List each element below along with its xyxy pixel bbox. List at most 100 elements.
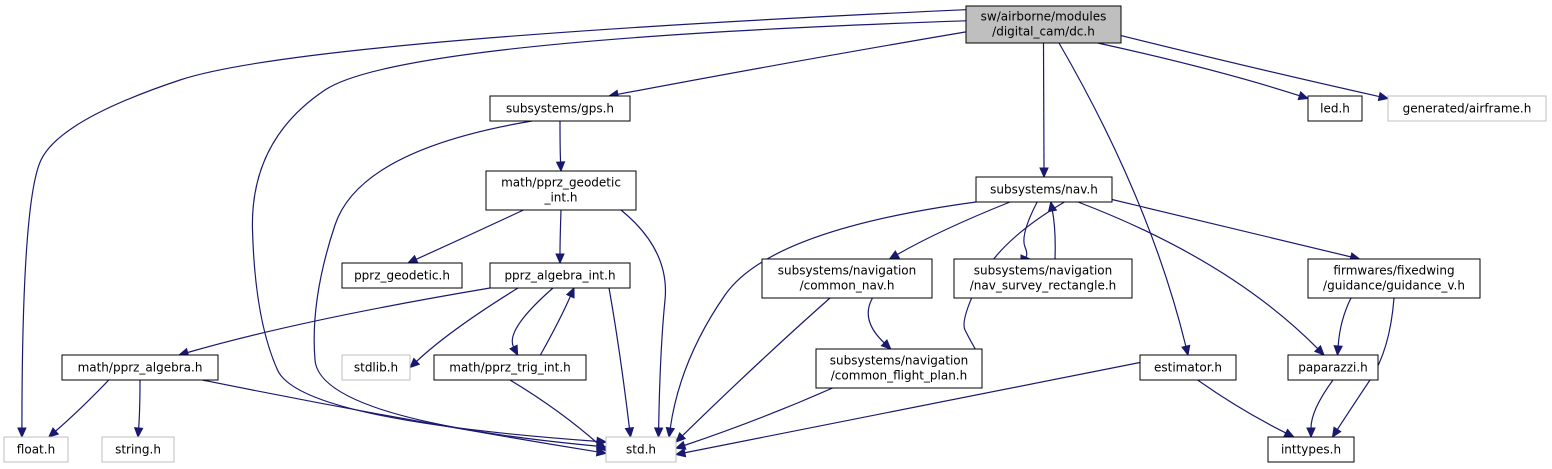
edges-layer [17,9,1395,458]
edge-guidance-to-paparazzi [1333,297,1352,357]
node-box [605,436,677,463]
edge-arrowhead [555,161,566,173]
edge-line [1120,35,1380,98]
node-box [1307,258,1481,299]
node-label-line: float.h [17,443,55,457]
edge-line [963,201,1065,354]
edge-dc-to-gps [607,31,967,99]
node-label-line: subsystems/navigation [778,264,917,278]
edge-line [1111,198,1352,258]
node-string: string.h [101,436,175,463]
edge-arrowhead [674,447,687,458]
node-flight_plan[interactable]: subsystems/navigation/common_flight_plan… [815,348,983,389]
node-label-line: _int.h [543,191,577,205]
edge-nav-to-paparazzi [1077,201,1325,356]
edge-line [620,209,667,429]
edge-gps-to-geodetic_int [555,120,566,173]
edge-algebra-to-std [202,379,608,457]
edge-algebra_int-to-std [608,287,635,439]
node-survey[interactable]: subsystems/navigation/nav_survey_rectang… [953,258,1133,299]
edge-dc-to-led [1097,42,1310,101]
edge-algebra_int-to-stdlib [409,287,519,369]
edge-line [669,201,977,429]
edge-arrowhead [509,344,519,357]
edge-arrowhead [565,286,575,299]
edge-line [511,287,554,348]
edge-estimator-to-inttypes [1197,379,1295,438]
edge-algebra_int-to-algebra [177,287,491,357]
node-paparazzi[interactable]: paparazzi.h [1287,354,1379,381]
node-label-line: inttypes.h [1281,443,1341,457]
edge-arrowhead [880,339,892,350]
node-label-line: pprz_geodetic.h [354,269,450,283]
node-label-line: sw/airborne/modules [981,10,1107,24]
node-label-line: paparazzi.h [1298,361,1368,375]
node-led[interactable]: led.h [1307,95,1363,122]
edge-dc-to-estimator [1058,42,1191,357]
edge-line [1337,297,1352,347]
edge-nav-to-common_nav [888,201,1011,260]
edge-common_nav-to-flight_plan [867,297,892,350]
edge-line [313,120,598,447]
node-float: float.h [3,436,69,463]
edge-line [559,120,562,163]
edge-line [1058,42,1187,347]
node-guidance[interactable]: firmwares/fixedwing/guidance/guidance_v.… [1307,258,1481,299]
node-inttypes[interactable]: inttypes.h [1267,436,1355,463]
node-box [761,258,933,299]
node-box [965,5,1122,44]
node-box [61,354,219,381]
node-trig[interactable]: math/pprz_trig_int.h [433,354,587,381]
edge-common_nav-to-std [675,297,831,443]
edge-arrowhead [1313,344,1325,356]
node-label-line: /common_nav.h [800,279,895,293]
edge-line [684,387,833,446]
edge-dc-to-airframe [1120,35,1390,102]
edge-line [539,296,571,356]
edge-line [1077,201,1319,350]
edge-arrowhead [595,447,608,457]
node-algebra_int[interactable]: pprz_algebra_int.h [489,262,631,289]
edge-arrowhead [133,427,144,439]
edge-line [251,20,967,442]
node-estimator[interactable]: estimator.h [1139,354,1237,381]
node-gps[interactable]: subsystems/gps.h [489,95,631,122]
edge-line [867,297,885,344]
edge-dc-to-nav [1039,42,1049,179]
node-label-line: string.h [115,443,161,457]
node-label-line: firmwares/fixedwing [1333,264,1454,278]
node-geodetic[interactable]: pprz_geodetic.h [341,262,463,289]
edge-arrowhead [1306,427,1316,439]
node-label-line: subsystems/nav.h [990,183,1098,197]
edge-algebra_int-to-trig [509,287,554,357]
edge-arrowhead [1039,167,1049,179]
node-label-line: math/pprz_geodetic [501,176,621,190]
node-dc[interactable]: sw/airborne/modules/digital_cam/dc.h [965,5,1122,44]
edge-geodetic_int-to-geodetic [406,209,524,264]
edge-line [684,361,1141,454]
node-label-line: generated/airframe.h [1403,102,1532,116]
edge-line [608,287,631,429]
node-box [1287,354,1379,381]
edge-trig-to-algebra_int [539,286,575,356]
node-box [341,262,463,289]
edge-arrowhead [555,253,565,265]
node-box [433,354,587,381]
node-box [1267,436,1355,463]
node-label-line: /guidance/guidance_v.h [1323,279,1465,293]
node-geodetic_int[interactable]: math/pprz_geodetic_int.h [485,170,637,211]
node-box [101,436,175,463]
node-common_nav[interactable]: subsystems/navigation/common_nav.h [761,258,933,299]
node-nav[interactable]: subsystems/nav.h [975,176,1113,203]
edge-arrowhead [1333,345,1343,357]
edge-arrowhead [1283,428,1295,438]
node-std: std.h [605,436,677,463]
edge-arrowhead [675,431,687,443]
node-box [1387,95,1547,122]
edge-line [415,209,524,260]
edge-line [1197,379,1287,434]
node-algebra[interactable]: math/pprz_algebra.h [61,354,219,381]
edge-arrowhead [1297,91,1310,101]
edge-arrowhead [665,426,676,439]
